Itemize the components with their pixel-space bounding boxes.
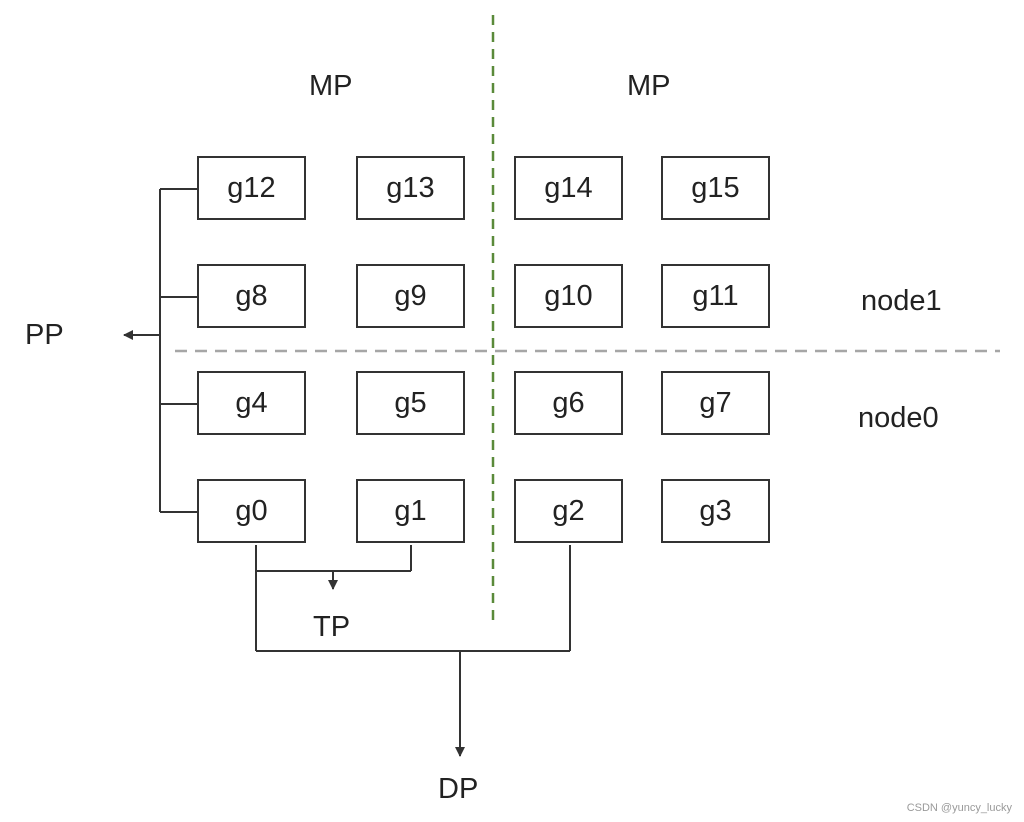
- gpu-box-g15: g15: [661, 156, 770, 220]
- dp-connector: [255, 545, 571, 757]
- pp-connector: [123, 188, 198, 513]
- gpu-box-g14: g14: [514, 156, 623, 220]
- gpu-box-g10: g10: [514, 264, 623, 328]
- mp-label-left: MP: [309, 70, 353, 102]
- gpu-box-g2: g2: [514, 479, 623, 543]
- gpu-box-g5: g5: [356, 371, 465, 435]
- gpu-box-g8: g8: [197, 264, 306, 328]
- dp-label: DP: [438, 773, 479, 805]
- pp-label: PP: [25, 319, 64, 351]
- gpu-box-g0: g0: [197, 479, 306, 543]
- gpu-box-g1: g1: [356, 479, 465, 543]
- mp-label-right: MP: [627, 70, 671, 102]
- gpu-box-g13: g13: [356, 156, 465, 220]
- gpu-box-g6: g6: [514, 371, 623, 435]
- gpu-box-g12: g12: [197, 156, 306, 220]
- watermark: CSDN @yuncy_lucky: [906, 802, 1012, 814]
- tp-label: TP: [313, 611, 351, 643]
- gpu-box-g4: g4: [197, 371, 306, 435]
- tp-connector: [255, 545, 412, 590]
- node0-label: node0: [858, 402, 939, 434]
- node1-label: node1: [861, 285, 942, 317]
- gpu-box-g11: g11: [661, 264, 770, 328]
- gpu-box-g9: g9: [356, 264, 465, 328]
- gpu-box-g3: g3: [661, 479, 770, 543]
- gpu-box-g7: g7: [661, 371, 770, 435]
